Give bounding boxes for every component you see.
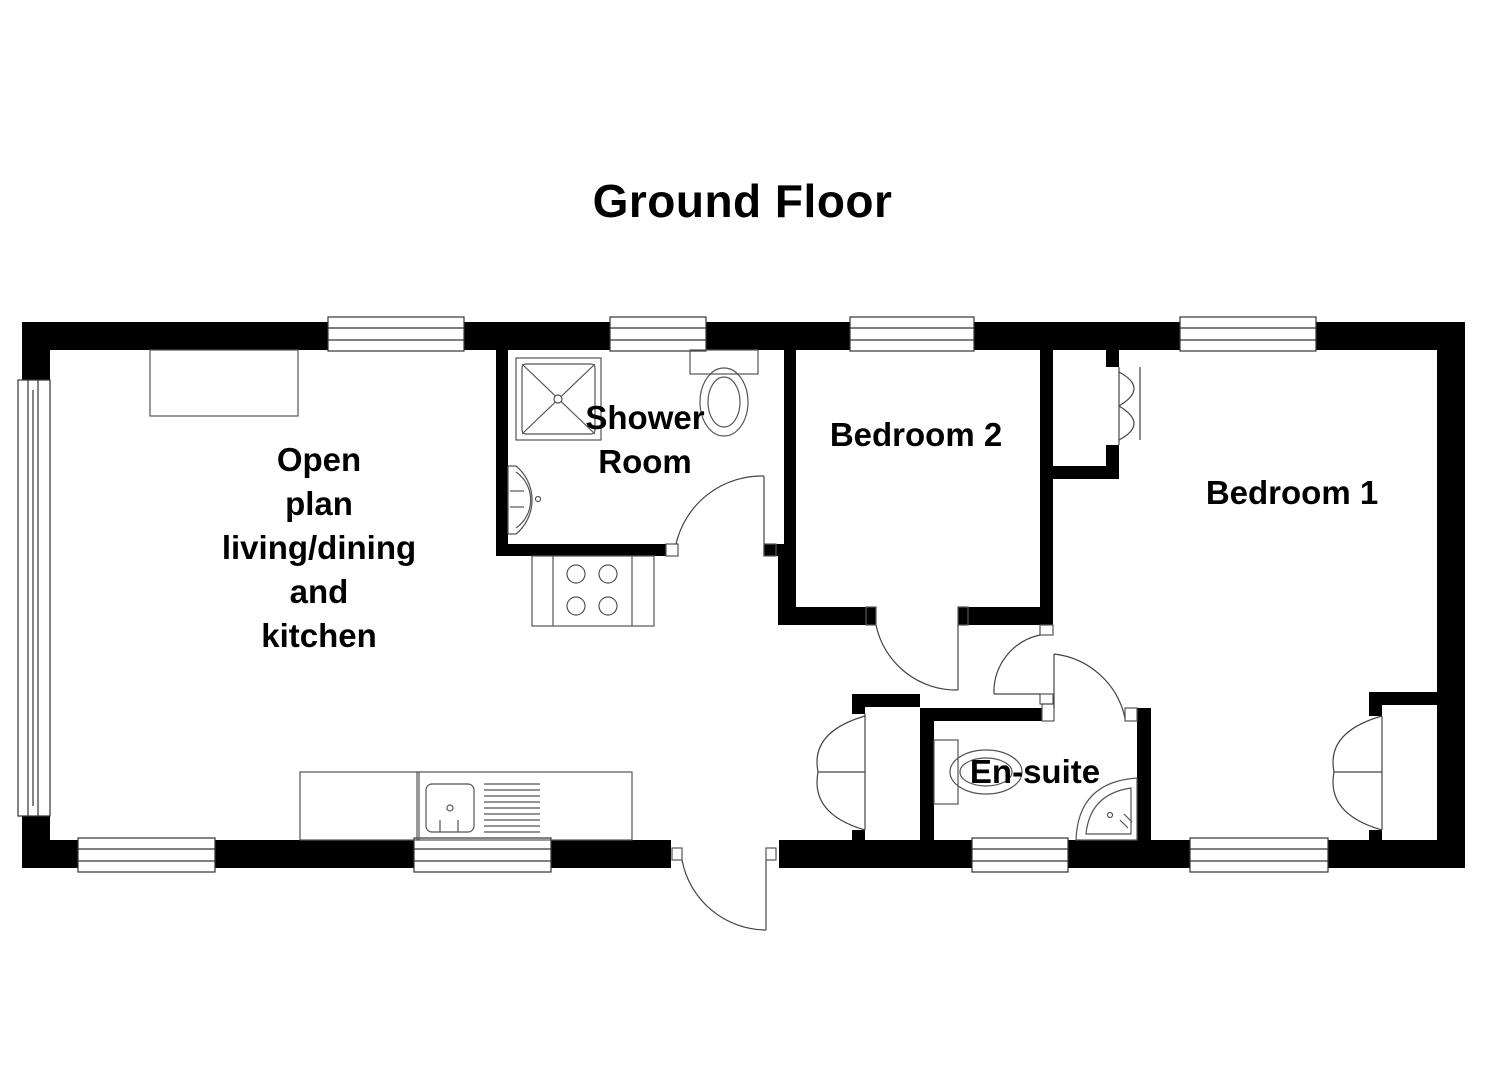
ensuite-door: [1041, 653, 1138, 722]
window-left-living: [17, 379, 51, 817]
window-top-bedroom1: [1179, 316, 1317, 352]
cupboard-doors-hallway: [816, 714, 866, 831]
page-title: Ground Floor: [592, 175, 893, 227]
hob-icon: [531, 555, 655, 627]
shower-tray-icon: [515, 357, 602, 441]
room-label-ensuite: En-suite: [969, 753, 1101, 790]
window-bottom-living-left: [77, 837, 216, 873]
room-label-bedroom2: Bedroom 2: [829, 416, 1003, 453]
kitchen-worktop-sink-icon: [299, 771, 633, 841]
ensuite-toilet-icon: [933, 739, 1023, 805]
room-label-living: Open plan living/dining and kitchen: [221, 441, 417, 654]
window-top-shower: [609, 316, 707, 352]
shower-room-door: [665, 475, 777, 557]
wardrobe-doors-top: [1118, 367, 1141, 445]
bedroom1-door: [993, 624, 1054, 705]
window-bottom-bedroom1: [1189, 837, 1329, 873]
window-top-bedroom2: [849, 316, 975, 352]
doors: [665, 367, 1383, 931]
room-label-shower: Shower Room: [585, 399, 705, 480]
basin-icon: [507, 465, 542, 535]
fixtures: [149, 349, 1138, 841]
room-label-bedroom1: Bedroom 1: [1205, 474, 1379, 511]
sideboard-unit: [149, 349, 299, 417]
toilet-icon: [689, 349, 759, 437]
bedroom2-door: [865, 606, 969, 691]
entrance-door: [671, 847, 777, 931]
window-bottom-ensuite: [971, 837, 1069, 873]
window-bottom-living-right: [413, 837, 552, 873]
ensuite-basin-icon: [1075, 777, 1138, 841]
window-top-living: [327, 316, 465, 352]
interior-walls: [496, 322, 1440, 868]
wardrobe-doors-bottom: [1332, 715, 1383, 831]
windows: [17, 316, 1329, 873]
